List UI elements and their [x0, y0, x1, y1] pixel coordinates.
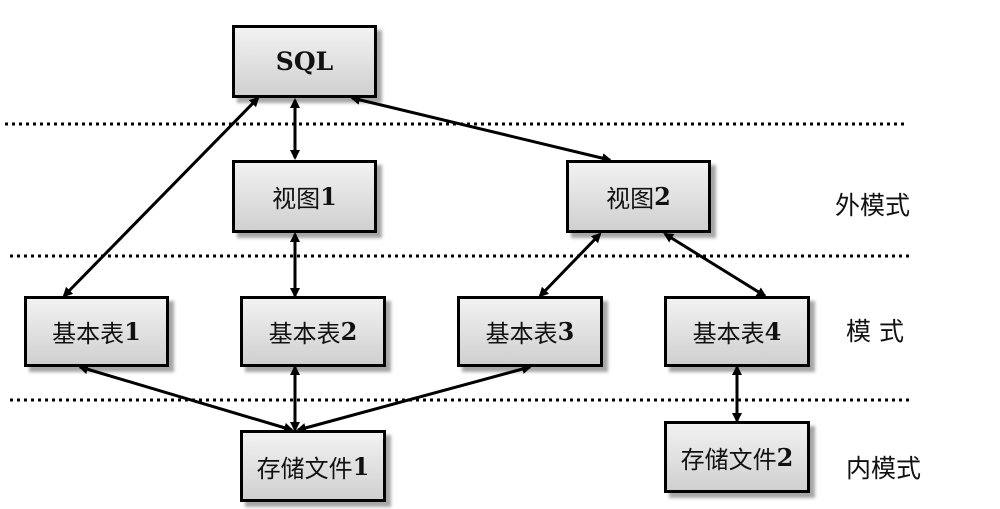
connector-sql-table1 — [62, 96, 260, 298]
table1-node-number: 1 — [124, 317, 141, 346]
table3-node-number: 3 — [557, 317, 575, 346]
file2-node-label: 存储文件 — [680, 445, 777, 474]
file1-node-label: 存储文件 — [256, 454, 353, 483]
table2-node-label: 基本表 — [268, 320, 341, 348]
connector-table3-file1 — [296, 364, 532, 433]
connector-table1-file1 — [78, 364, 294, 433]
table4-node-label: 基本表 — [692, 320, 765, 348]
internal-schema-label: 内模式 — [846, 454, 922, 483]
connector-view2-table4 — [663, 232, 767, 298]
external-schema-label: 外模式 — [835, 191, 911, 220]
table3-node-label: 基本表 — [485, 320, 558, 348]
table4-node-number: 4 — [764, 317, 782, 346]
file1-node-number: 1 — [352, 451, 370, 481]
file2-node-number: 2 — [776, 442, 794, 472]
view1-node-label: 视图 — [272, 185, 321, 213]
table2-node-number: 2 — [340, 317, 358, 346]
connector-view2-table3 — [538, 232, 602, 298]
schema-label: 模 式 — [846, 317, 904, 346]
connector-sql-view2 — [350, 95, 612, 163]
view1-node-number: 1 — [320, 182, 337, 211]
sql-node-label: SQL — [275, 47, 334, 76]
sql-node: SQL — [232, 25, 377, 98]
view2-node-label: 视图 — [606, 185, 655, 213]
table1-node-label: 基本表 — [52, 320, 125, 348]
view2-node-number: 2 — [654, 182, 671, 211]
